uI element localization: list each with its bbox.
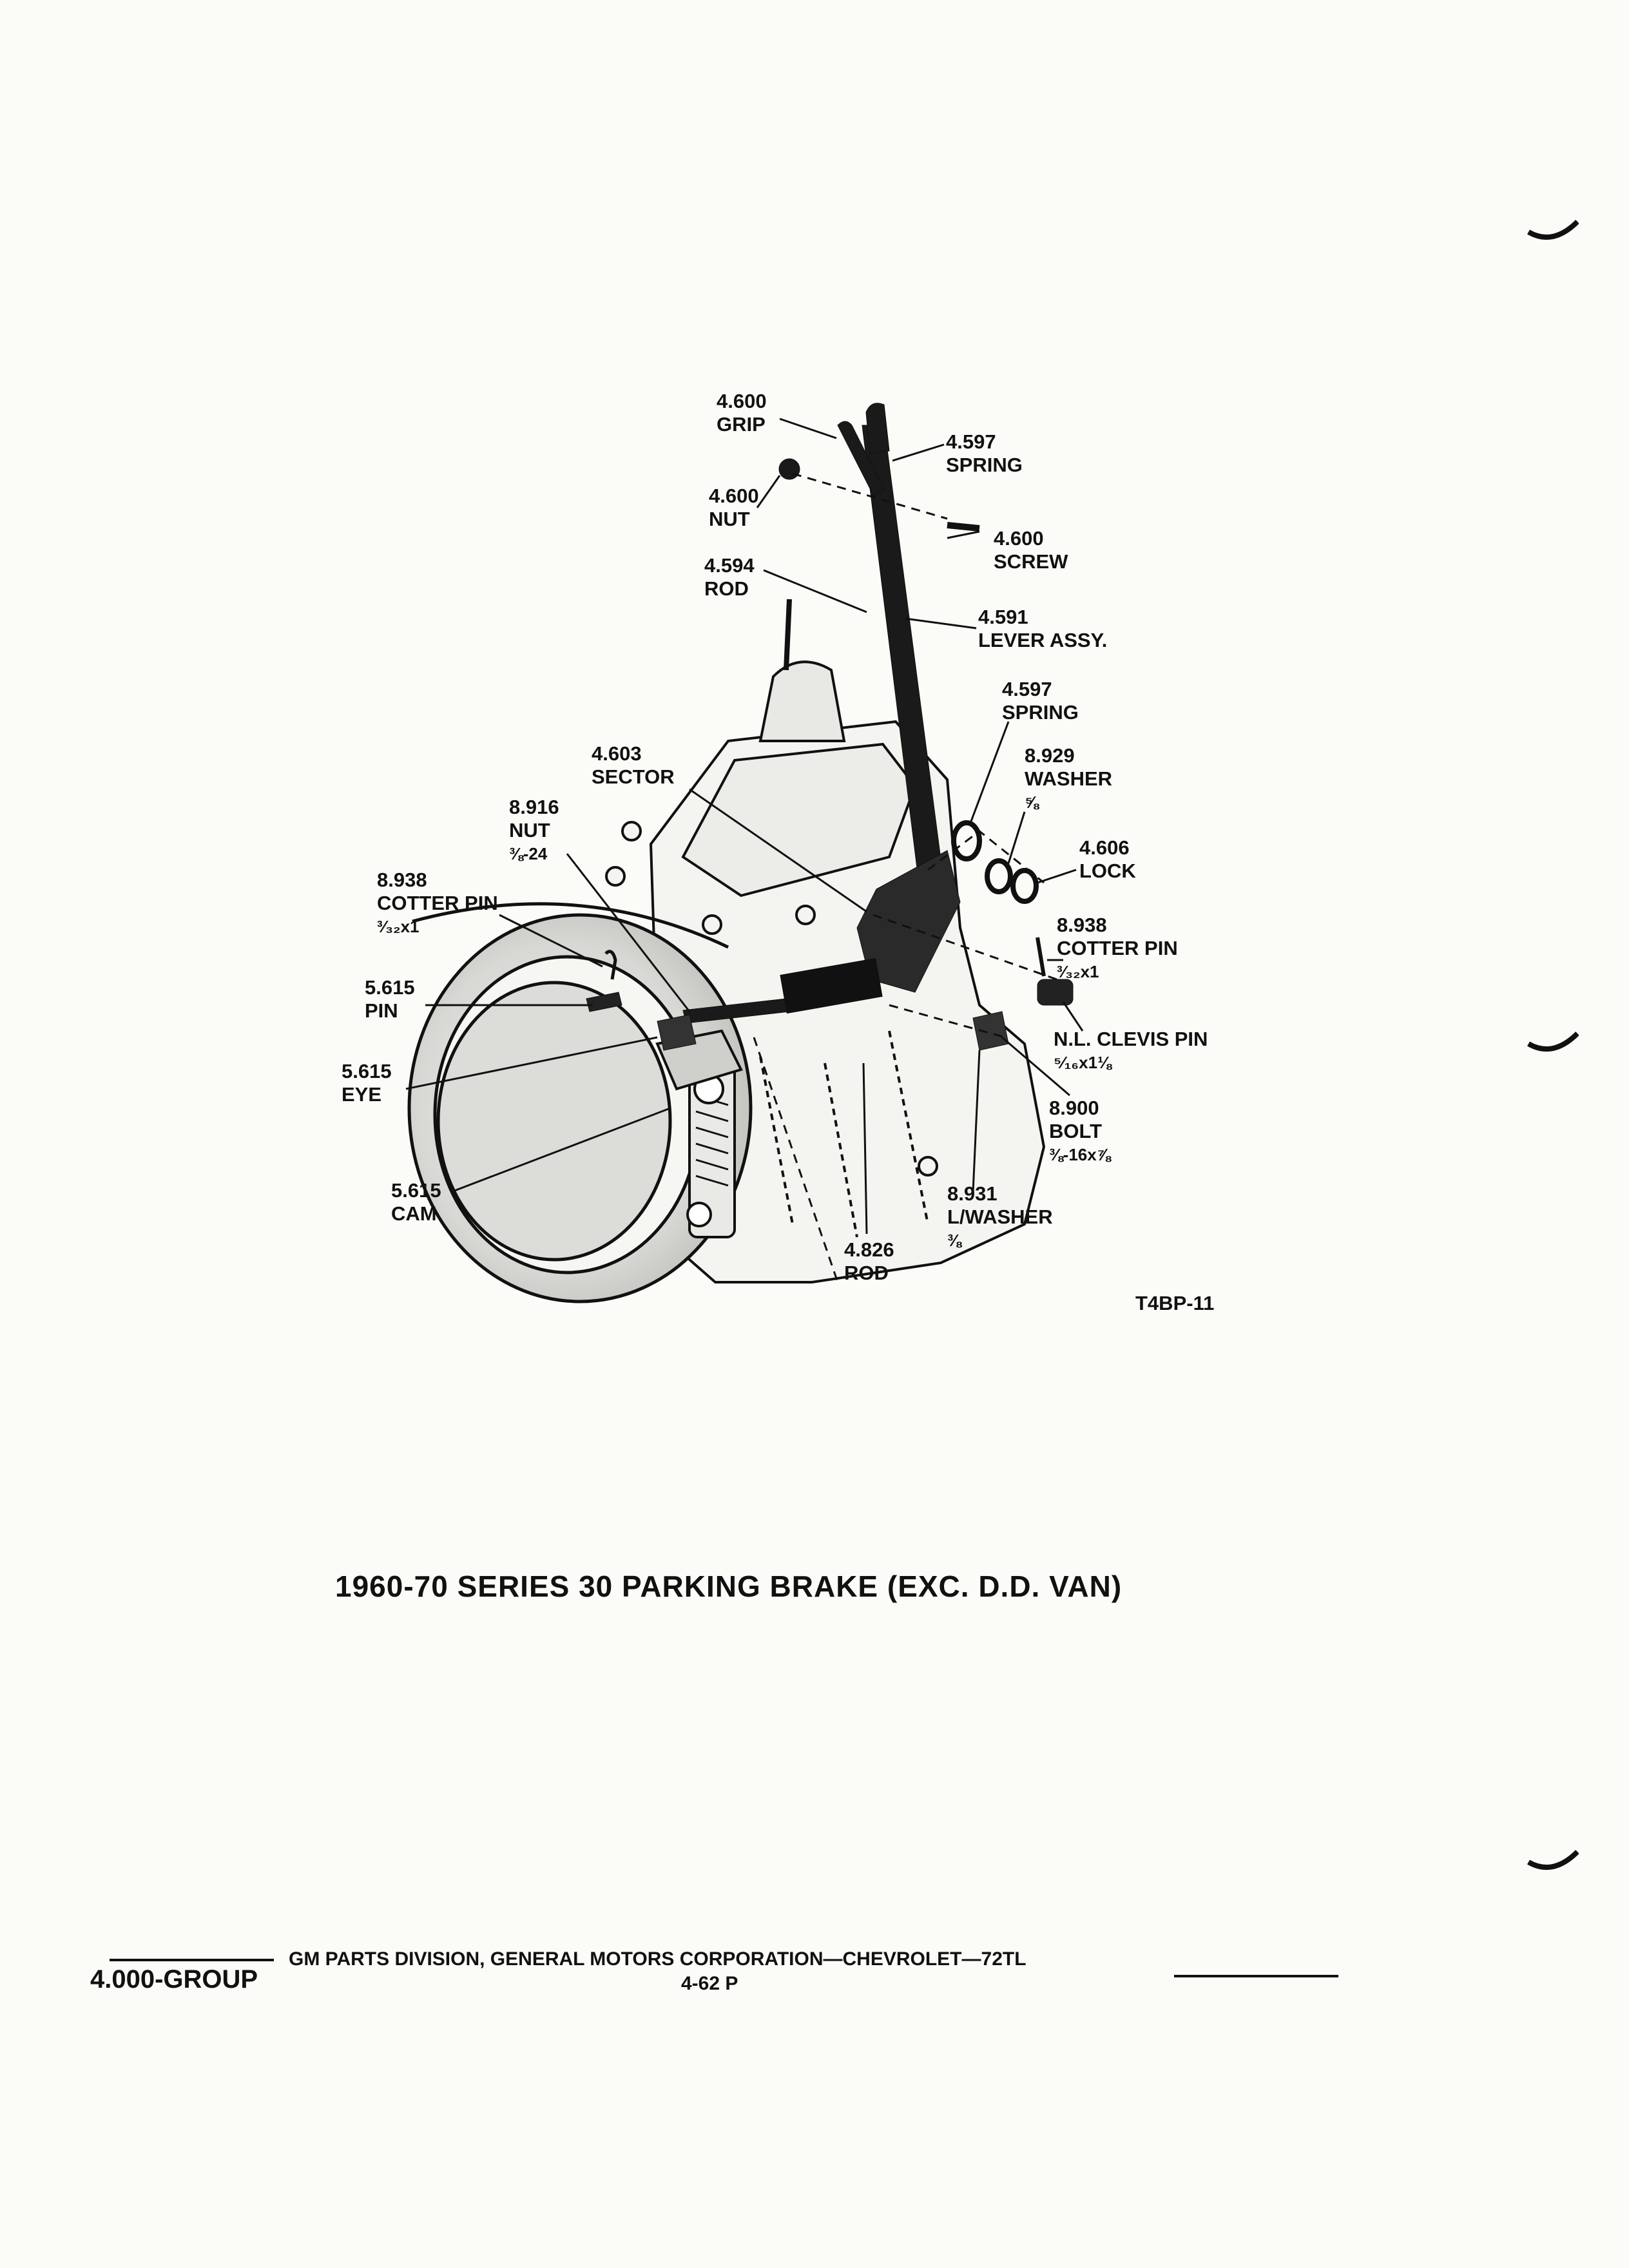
exploded-axis-lines	[753, 472, 1057, 1283]
figure-code: T4BP-11	[1135, 1292, 1215, 1314]
leader-lines	[405, 418, 1084, 1235]
footer-rule-left	[110, 1959, 274, 1961]
footer-rule-right	[1174, 1975, 1338, 1977]
binder-hole-mark-middle	[1527, 1032, 1579, 1052]
binder-hole-mark-top	[1527, 220, 1579, 240]
footer-publisher: GM PARTS DIVISION, GENERAL MOTORS CORPOR…	[289, 1948, 1027, 1970]
diagram-title: 1960-70 SERIES 30 PARKING BRAKE (EXC. D.…	[335, 1570, 1123, 1603]
binder-hole-mark-bottom	[1527, 1850, 1579, 1870]
footer-page-number: 4-62 P	[681, 1973, 738, 1994]
brake-drum	[407, 902, 753, 1303]
lever-and-rods	[586, 403, 1074, 1051]
footer-group: 4.000-GROUP	[90, 1965, 258, 1994]
